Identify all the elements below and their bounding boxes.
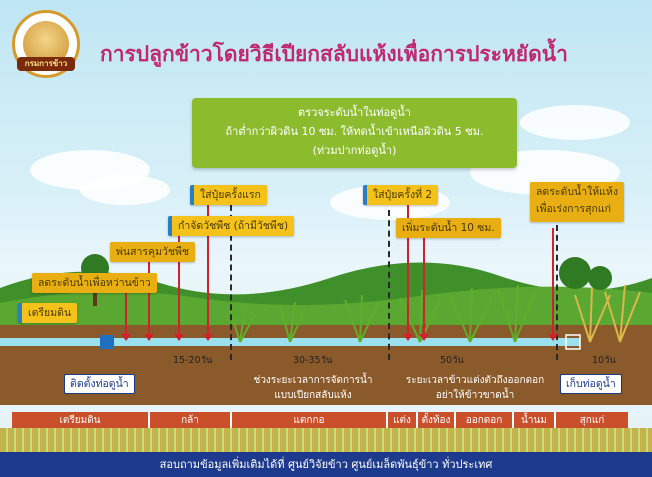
stage-divider-dash	[230, 185, 232, 360]
cloud	[80, 175, 170, 205]
period-1: 15-20วัน	[173, 355, 213, 366]
arrow-drain	[548, 228, 558, 341]
logo-text: กรมการข้าว	[17, 57, 75, 71]
tag-raise-water: เพิ่มระดับน้ำ 10 ซม.	[396, 218, 501, 238]
page-title: การปลูกข้าวโดยวิธีเปียกสลับแห้งเพื่อการป…	[100, 42, 568, 66]
remove-pipe-label: เก็บท่อดูน้ำ	[560, 374, 622, 394]
stage-divider-dash	[388, 210, 390, 360]
footer-bar: สอบถามข้อมูลเพิ่มเติมได้ที่ ศูนย์วิจัยข้…	[0, 452, 652, 477]
stage-maturity: สุกแก่	[556, 412, 628, 430]
info-line-3: (ท่วมปากท่อดูน้ำ)	[312, 144, 397, 157]
stage-divider-dash	[556, 225, 558, 360]
period-4: 10วัน	[592, 355, 616, 366]
tag-fertilizer2: ใส่ปุ๋ยครั้งที่ 2	[363, 185, 439, 205]
flowering-caption-line2: อย่าให้ข้าวขาดน้ำ	[435, 390, 515, 401]
cloud	[520, 105, 630, 140]
period-3: 50วัน	[440, 355, 464, 366]
tag-drain-line1: ลดระดับน้ำให้แห้ง	[536, 186, 618, 198]
stage-milk: น้ำนม	[514, 412, 556, 430]
water-pipe-removed-icon	[565, 334, 581, 350]
tag-fertilizer1: ใส่ปุ๋ยครั้งแรก	[190, 185, 267, 205]
flowering-caption-line1: ระยะเวลาข้าวแต่งตัวถึงออกดอก	[405, 375, 545, 386]
stage-flowering: ออกดอก	[456, 412, 514, 430]
logo: กรมการข้าว	[12, 10, 80, 78]
arrow-fertilizer2	[403, 205, 413, 341]
grass-strip	[0, 428, 652, 452]
tag-lower-water: ลดระดับน้ำเพื่อหว่านข้าว	[32, 273, 157, 293]
info-line-1: ตรวจระดับน้ำในท่อดูน้ำ	[298, 106, 411, 119]
arrow-fertilizer1	[203, 205, 213, 341]
arrow-herbicide	[144, 260, 154, 341]
stage-tillering: แตกกอ	[232, 412, 388, 430]
tag-herbicide: พ่นสารคุมวัชพืช	[110, 242, 196, 262]
tag-prepare-soil: เตรียมดิน	[18, 303, 78, 323]
stage-seedling: กล้า	[150, 412, 232, 430]
stage-booting: ตั้งท้อง	[418, 412, 456, 430]
flowering-caption: ระยะเวลาข้าวแต่งตัวถึงออกดอก อย่าให้ข้าว…	[395, 373, 555, 403]
awd-period-caption: ช่วงระยะเวลาการจัดการน้ำ แบบเปียกสลับแห้…	[238, 373, 388, 403]
arrow-lower-water	[121, 290, 131, 341]
tag-drain: ลดระดับน้ำให้แห้ง เพื่อเร่งการสุกแก่	[530, 182, 624, 222]
awd-caption-line1: ช่วงระยะเวลาการจัดการน้ำ	[253, 375, 373, 386]
water-pipe-icon	[100, 335, 114, 349]
tag-drain-line2: เพื่อเร่งการสุกแก่	[536, 203, 611, 215]
awd-caption-line2: แบบเปียกสลับแห้ง	[274, 390, 352, 401]
period-2: 30-35วัน	[293, 355, 333, 366]
install-pipe-label: ติดตั้งท่อดูน้ำ	[64, 374, 135, 394]
arrow-weed	[174, 235, 184, 341]
arrow-raise-water	[419, 235, 429, 341]
stage-prepare: เตรียมดิน	[12, 412, 150, 430]
tag-weed: กำจัดวัชพืช (ถ้ามีวัชพืช)	[168, 216, 295, 236]
water-check-info-box: ตรวจระดับน้ำในท่อดูน้ำ ถ้าต่ำกว่าผิวดิน …	[192, 98, 517, 168]
info-line-2: ถ้าต่ำกว่าผิวดิน 10 ซม. ให้ทดน้ำเข้าเหนื…	[225, 125, 484, 138]
